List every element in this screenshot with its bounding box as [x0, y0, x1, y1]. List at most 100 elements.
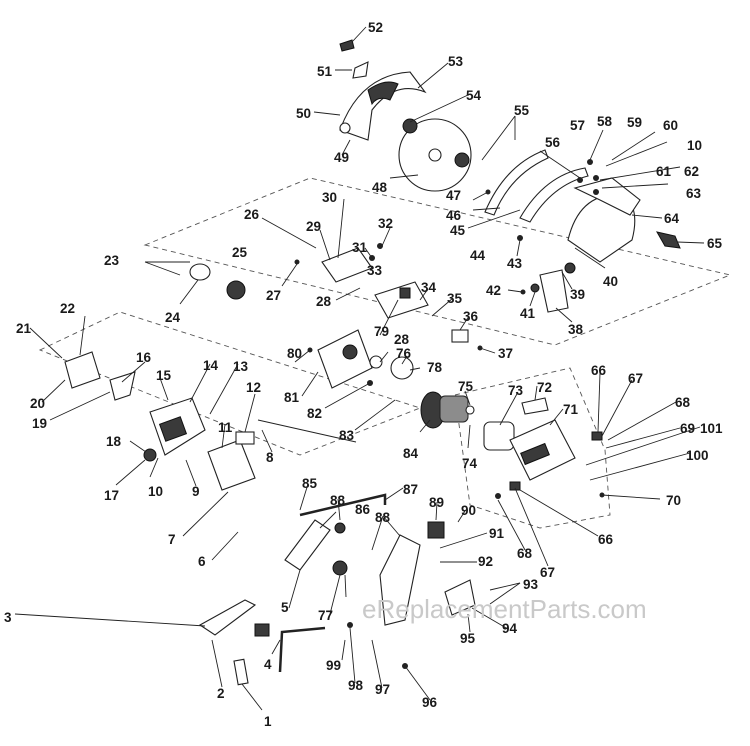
part-number: 35: [447, 291, 463, 306]
leader-line: [597, 372, 601, 433]
leader-line: [211, 531, 239, 561]
part-number: 44: [470, 248, 486, 263]
part-number: 19: [32, 416, 47, 431]
brush-holder-upper: [591, 431, 603, 441]
gear-housing: [321, 247, 373, 283]
leader-line: [271, 639, 281, 655]
part-number: 28: [394, 332, 410, 347]
bevel-knob: [332, 560, 348, 576]
upper-guard-assembly-box: [143, 177, 732, 346]
blade-arbor: [428, 148, 442, 162]
leader-line: [384, 487, 404, 501]
part-number: 31: [352, 240, 368, 255]
part-number: 59: [627, 115, 642, 130]
part-number: 11: [218, 420, 233, 435]
leader-line: [589, 452, 691, 481]
part-number: 41: [520, 306, 536, 321]
leader-line: [549, 408, 564, 426]
leader-line: [329, 574, 341, 615]
part-number: 69: [680, 421, 695, 436]
part-number: 82: [307, 406, 322, 421]
part-number: 39: [570, 287, 585, 302]
armature-core: [439, 395, 469, 423]
cord-plug: [254, 623, 270, 637]
part-number: 32: [378, 216, 393, 231]
handle-group: [64, 329, 414, 491]
leader-line: [435, 501, 438, 521]
part-number: 73: [508, 383, 524, 398]
handle-assembly-box: [38, 311, 422, 456]
leader-line: [464, 390, 471, 406]
leader-line: [516, 239, 521, 257]
part-number: 45: [450, 223, 466, 238]
leader-line: [631, 214, 663, 219]
part-number: 61: [656, 164, 672, 179]
part-number: 60: [663, 118, 678, 133]
leader-line: [29, 327, 63, 359]
base-bracket: [284, 519, 331, 571]
leader-line: [324, 382, 371, 409]
leader-line: [209, 363, 239, 415]
leader-line: [354, 399, 396, 431]
guard-tab: [656, 231, 681, 249]
hardware-61: [593, 175, 599, 181]
hardware-27: [294, 259, 300, 265]
part-number: 29: [306, 219, 321, 234]
leader-line: [335, 287, 361, 301]
part-number: 89: [429, 495, 444, 510]
leader-line: [301, 371, 319, 397]
part-number: 94: [502, 621, 518, 636]
leader-line: [364, 247, 373, 259]
sleeve: [189, 263, 211, 281]
part-number: 100: [686, 448, 709, 463]
part-number: 26: [244, 207, 260, 222]
leader-line: [221, 423, 226, 449]
part-number: 97: [375, 682, 390, 697]
leader-line: [241, 683, 263, 711]
hardware-42: [520, 289, 526, 295]
part-number: 66: [591, 363, 607, 378]
watermark: eReplacementParts.com: [362, 594, 647, 624]
leader-line: [313, 111, 341, 116]
depth-knob: [334, 522, 346, 534]
part-number: 83: [339, 428, 355, 443]
leader-line: [371, 639, 383, 689]
part-number: 93: [523, 577, 539, 592]
latch-plate: [64, 351, 101, 389]
part-number: 70: [666, 493, 681, 508]
leader-line: [244, 393, 256, 433]
guard-screw: [339, 39, 355, 52]
part-number: 51: [317, 64, 333, 79]
leader-line: [529, 291, 536, 307]
leader-line: [601, 494, 661, 500]
leader-line: [611, 131, 656, 161]
leader-line: [281, 263, 298, 287]
leader-line: [472, 207, 501, 211]
leader-line: [121, 361, 146, 383]
part-number: 81: [284, 390, 300, 405]
part-number: 99: [326, 658, 341, 673]
part-number: 48: [372, 180, 388, 195]
part-number: 53: [448, 54, 464, 69]
part-number: 46: [446, 208, 462, 223]
leader-line: [341, 139, 351, 156]
leader-line: [589, 129, 604, 161]
leader-line: [288, 569, 301, 609]
part-number: 54: [466, 88, 482, 103]
part-number: 50: [296, 106, 311, 121]
spindle-housing: [374, 281, 429, 319]
leader-line: [605, 427, 681, 449]
leader-line: [489, 582, 521, 591]
part-number: 12: [246, 380, 261, 395]
leader-line: [144, 261, 181, 276]
leader-line: [129, 440, 147, 453]
part-number: 49: [334, 150, 349, 165]
part-number: 24: [165, 310, 181, 325]
part-number: 3: [4, 610, 12, 625]
leader-line: [417, 62, 449, 89]
blade-guard-group: [339, 39, 681, 313]
part-number: 37: [498, 346, 513, 361]
upper-blade-guard: [339, 71, 427, 141]
